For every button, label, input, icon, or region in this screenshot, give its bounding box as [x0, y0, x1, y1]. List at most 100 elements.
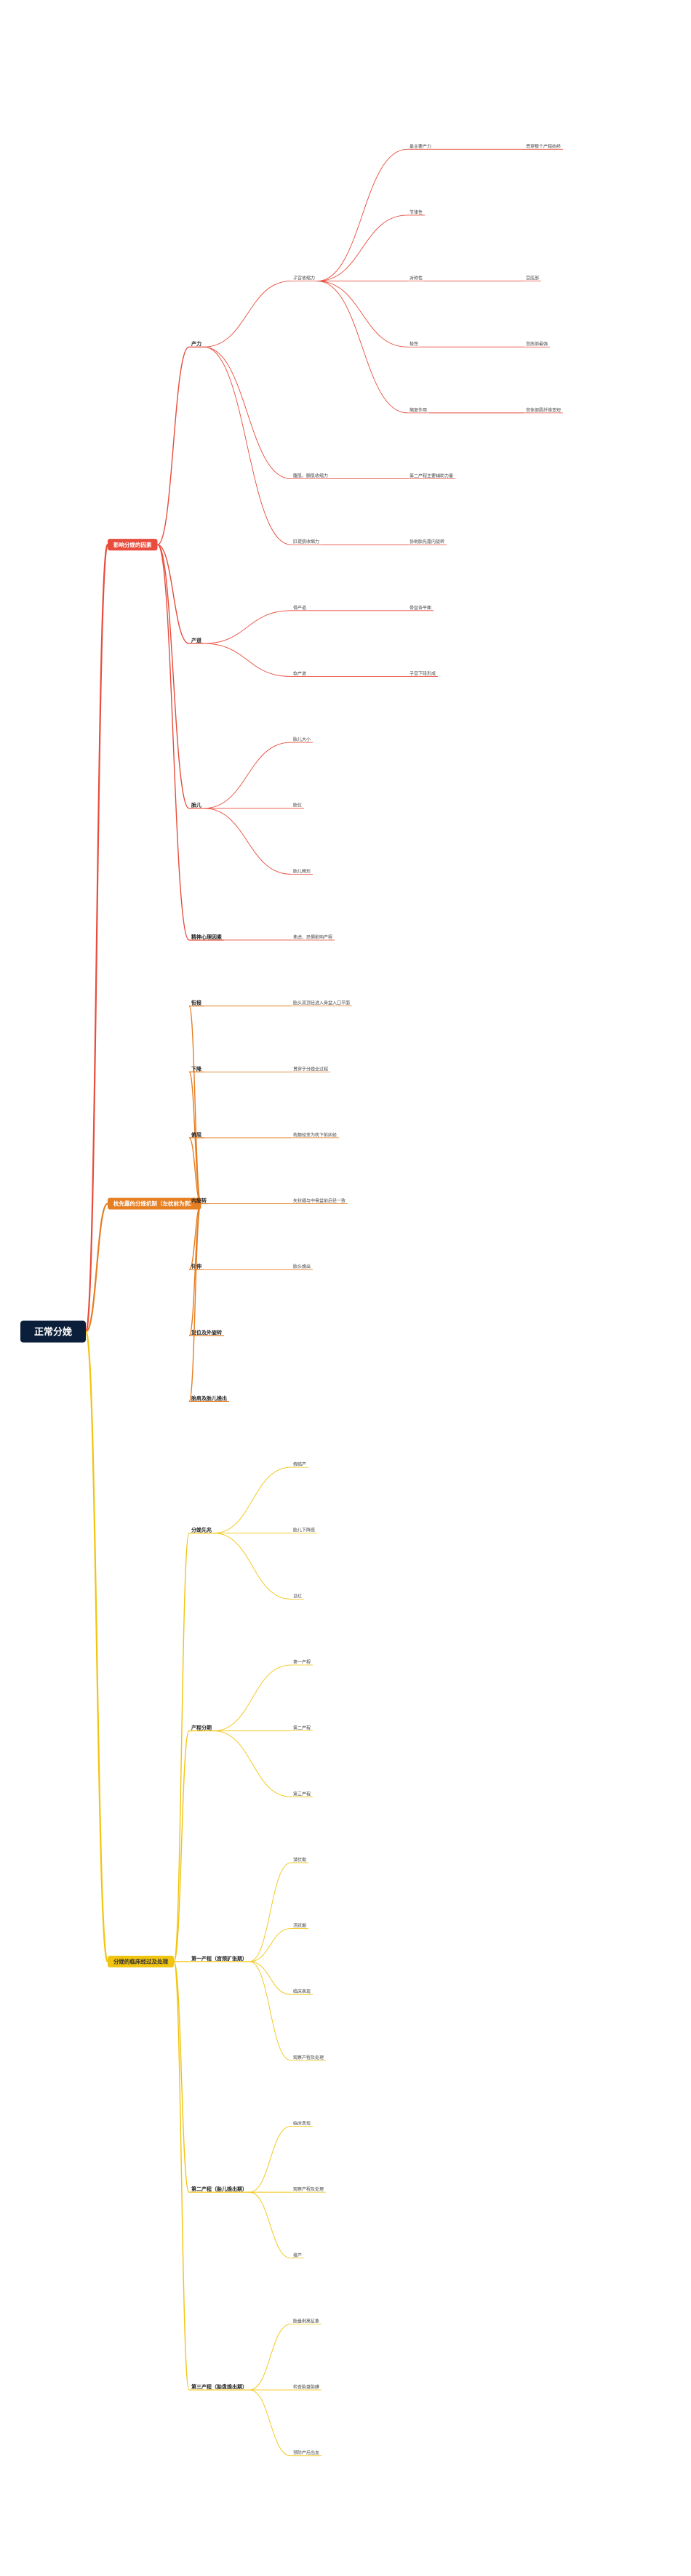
connector-line — [188, 1203, 202, 1403]
branch-node-b1: 影响分娩的因素 — [108, 539, 158, 551]
connector-line — [316, 281, 408, 414]
node-label: 骨产道 — [293, 605, 306, 611]
node-label: 胎肩及胎儿娩出 — [191, 1395, 227, 1401]
node-label: 下降 — [191, 1065, 202, 1072]
connector-line — [84, 1203, 109, 1333]
connector-line — [316, 281, 408, 348]
node-label: 枕额径变为枕下前囟径 — [293, 1132, 337, 1138]
node-label: 胎头娩出 — [293, 1264, 311, 1269]
connector-line — [249, 1961, 292, 2061]
node-label: 焦虑、恐惧影响产程 — [293, 934, 332, 940]
connector-line — [213, 1533, 292, 1600]
node-label: 观察产程及处理 — [293, 2055, 324, 2061]
connector-line — [249, 2126, 292, 2193]
node-label: 临床表现 — [293, 2120, 311, 2126]
root-label: 正常分娩 — [34, 1326, 72, 1338]
connector-line — [213, 1664, 292, 1732]
node-label: 产程分期 — [191, 1725, 212, 1731]
connector-line — [203, 808, 292, 875]
connector-line — [84, 1331, 109, 1962]
connector-line — [249, 2191, 292, 2259]
root-node: 正常分娩 — [20, 1320, 86, 1343]
node-label: 胎位 — [293, 803, 302, 808]
branch-node-b3: 分娩的临床经过及处理 — [108, 1955, 174, 1967]
node-label: 对称性 — [410, 276, 423, 281]
connector-line — [249, 1928, 292, 1962]
connector-line — [173, 1730, 190, 1962]
node-label: 分娩先兆 — [191, 1527, 212, 1533]
node-label: 第三产程 — [293, 1791, 311, 1797]
node-label: 胎儿大小 — [293, 737, 311, 742]
connector-line — [173, 1533, 190, 1962]
node-label: 预防产后出血 — [293, 2450, 319, 2456]
connector-line — [249, 1862, 292, 1962]
connector-line — [188, 1203, 202, 1270]
connector-line — [156, 544, 190, 809]
node-label: 第二产程主要辅助力量 — [410, 473, 453, 479]
node-label: 精神心理因素 — [191, 934, 222, 940]
branch-label: 枕先露的分娩机制（左枕前为例） — [113, 1200, 196, 1207]
node-label: 宫底部最强 — [526, 341, 548, 347]
connector-line — [213, 1730, 292, 1797]
node-label: 缩复作用 — [410, 407, 427, 413]
node-label: 产力 — [191, 340, 201, 347]
node-label: 假临产 — [293, 1461, 306, 1467]
connector-line — [156, 544, 190, 941]
node-label: 子宫收缩力 — [293, 276, 315, 281]
node-label: 协助胎先露内旋转 — [410, 539, 444, 545]
connector-line — [157, 346, 190, 545]
branch-label: 影响分娩的因素 — [113, 541, 152, 548]
node-label: 贯穿于分娩全过程 — [293, 1066, 328, 1072]
node-label: 软产道 — [293, 670, 306, 676]
connector-line — [203, 742, 292, 809]
connector-line — [316, 148, 408, 282]
node-label: 宫底部 — [526, 276, 539, 281]
node-label: 活跃期 — [293, 1923, 306, 1929]
node-label: 胎盘剥离征象 — [293, 2318, 319, 2324]
node-label: 临床表现 — [293, 1989, 311, 1994]
connector-line — [249, 2389, 292, 2457]
branch-node-b2: 枕先露的分娩机制（左枕前为例） — [108, 1197, 201, 1210]
connector-line — [173, 1961, 190, 2391]
connector-line — [203, 281, 292, 348]
connector-line — [188, 1137, 202, 1205]
node-label: 观察产程及处理 — [293, 2186, 324, 2192]
node-label: 胎儿 — [191, 802, 201, 808]
node-label: 第二产程 — [293, 1725, 311, 1731]
node-label: 最主要产力 — [410, 143, 431, 149]
node-label: 接产 — [293, 2252, 302, 2258]
branch-label: 分娩的临床经过及处理 — [113, 1958, 168, 1965]
connector-line — [249, 1961, 292, 1995]
connector-line — [84, 544, 109, 1333]
node-label: 内旋转 — [191, 1197, 207, 1204]
connector-line — [203, 346, 292, 545]
node-label: 宫体部肌纤维变短 — [526, 407, 561, 413]
connector-line — [203, 346, 292, 479]
connector-line — [213, 1466, 292, 1534]
node-label: 第三产程（胎盘娩出期） — [191, 2383, 247, 2390]
node-label: 检查胎盘胎膜 — [293, 2384, 319, 2390]
connector-line — [249, 2323, 292, 2391]
connector-line — [173, 1961, 190, 2193]
connector-line — [203, 643, 292, 677]
node-label: 复位及外旋转 — [191, 1329, 222, 1336]
node-label: 第二产程（胎儿娩出期） — [191, 2186, 247, 2192]
node-label: 子宫下段形成 — [410, 670, 436, 676]
node-label: 胎儿畸形 — [293, 868, 311, 874]
connector-line — [203, 610, 292, 644]
node-label: 产道 — [191, 637, 201, 643]
node-label: 节律性 — [410, 209, 423, 215]
node-label: 胎头双顶径进入骨盆入口平面 — [293, 1000, 350, 1006]
node-label: 胎儿下降感 — [293, 1528, 315, 1533]
node-label: 俯屈 — [191, 1131, 201, 1138]
node-label: 极性 — [410, 341, 418, 347]
node-label: 矢状缝与中骨盆前后径一致 — [293, 1198, 346, 1204]
node-label: 衔接 — [191, 1000, 201, 1006]
node-label: 腹肌、膈肌收缩力 — [293, 473, 328, 479]
node-label: 潜伏期 — [293, 1857, 306, 1863]
node-label: 见红 — [293, 1593, 302, 1599]
node-label: 第一产程（宫颈扩张期） — [191, 1955, 247, 1962]
node-label: 肛提肌收缩力 — [293, 539, 319, 545]
connector-line — [316, 214, 408, 282]
